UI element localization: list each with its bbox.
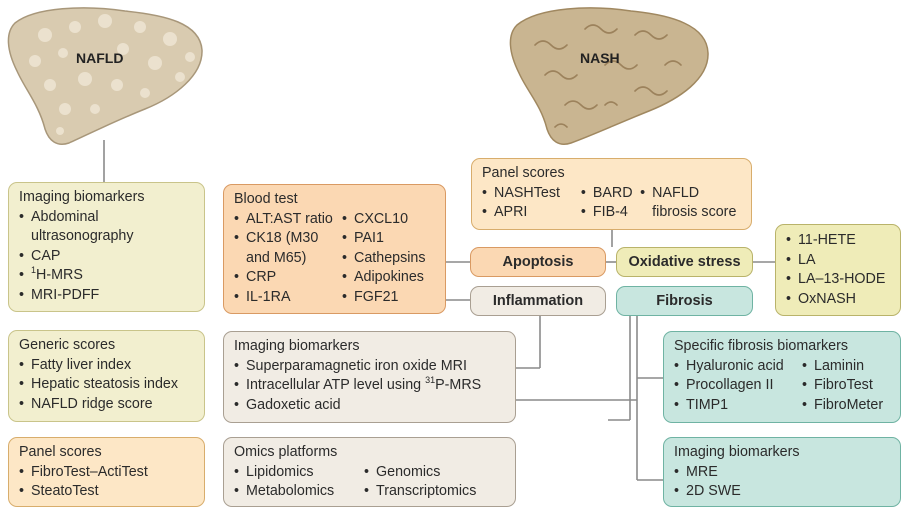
nash-liver-illustration [509, 7, 709, 145]
list-item: LA–13-HODE [786, 270, 890, 290]
list-item: Superparamagnetic iron oxide MRI [234, 357, 505, 377]
blood-test-box: Blood test ALT:AST ratio CK18 (M30 and M… [223, 184, 446, 314]
specific-fibrosis-box: Specific fibrosis biomarkers Hyaluronic … [663, 331, 901, 423]
list-item: PAI1 [342, 229, 426, 249]
fibrosis-label: Fibrosis [616, 286, 753, 316]
list-item: NASHTest [482, 184, 581, 204]
list-item: MRE [674, 463, 890, 483]
imaging-biomarkers-fibrosis-box: Imaging biomarkers MRE 2D SWE [663, 437, 901, 507]
list-item: NAFLD fibrosis score [640, 184, 741, 223]
isotope-superscript: 1 [31, 265, 37, 276]
list-item: Lipidomics [234, 463, 364, 483]
list-item: Laminin [802, 357, 883, 377]
list-item: Genomics [364, 463, 476, 483]
list-item: FIB-4 [581, 203, 640, 223]
list-item: Intracellular ATP level using 31P-MRS [234, 376, 505, 396]
list-item: CK18 (M30 and M65) [234, 229, 342, 268]
p-mrs-label: P-MRS [435, 377, 482, 394]
oxidative-stress-label: Oxidative stress [616, 247, 753, 277]
list-item: CRP [234, 268, 342, 288]
list-item: FibroTest [802, 376, 883, 396]
imaging-biomarkers-title: Imaging biomarkers [234, 338, 360, 354]
list-item: IL-1RA [234, 288, 342, 308]
list-item: OxNASH [786, 290, 890, 310]
omics-platforms-title: Omics platforms [234, 444, 338, 460]
list-item: Abdominal ultrasonography [19, 208, 194, 247]
list-item: Procollagen II [674, 376, 802, 396]
imaging-biomarkers-title: Imaging biomarkers [19, 189, 145, 205]
list-item: BARD [581, 184, 640, 204]
panel-scores-left-box: Panel scores FibroTest–ActiTest SteatoTe… [8, 437, 205, 507]
list-item: CAP [19, 247, 194, 267]
list-item: Cathepsins [342, 249, 426, 269]
omics-platforms-box: Omics platforms Lipidomics Metabolomics … [223, 437, 516, 507]
list-item: TIMP1 [674, 396, 802, 416]
list-item: FibroMeter [802, 396, 883, 416]
list-item: 11-HETE [786, 231, 890, 251]
list-item: 2D SWE [674, 482, 890, 502]
list-item: MRI-PDFF [19, 286, 194, 306]
list-item: Fatty liver index [19, 356, 194, 376]
list-item: Gadoxetic acid [234, 396, 505, 416]
imaging-biomarkers-nafld-box: Imaging biomarkers Abdominal ultrasonogr… [8, 182, 205, 312]
list-item: 1H-MRS [19, 266, 194, 286]
atp-label: Intracellular ATP level using [246, 377, 422, 394]
panel-scores-title: Panel scores [482, 165, 565, 181]
generic-scores-title: Generic scores [19, 337, 116, 353]
specific-fibrosis-title: Specific fibrosis biomarkers [674, 338, 848, 354]
h-mrs-label: H-MRS [36, 267, 83, 284]
list-item: Metabolomics [234, 482, 364, 502]
list-item: CXCL10 [342, 210, 426, 230]
isotope-superscript: 31 [425, 375, 436, 386]
list-item: NAFLD ridge score [19, 395, 194, 415]
imaging-biomarkers-title: Imaging biomarkers [674, 444, 800, 460]
panel-scores-top-box: Panel scores NASHTest APRI BARD FIB-4 NA… [471, 158, 752, 230]
list-item: SteatoTest [19, 482, 194, 502]
list-item: Hyaluronic acid [674, 357, 802, 377]
panel-scores-title: Panel scores [19, 444, 102, 460]
imaging-biomarkers-middle-box: Imaging biomarkers Superparamagnetic iro… [223, 331, 516, 423]
list-item: Adipokines [342, 268, 426, 288]
nafld-label: NAFLD [76, 50, 124, 66]
inflammation-label: Inflammation [470, 286, 606, 316]
list-item: Hepatic steatosis index [19, 375, 194, 395]
oxidative-markers-box: 11-HETE LA LA–13-HODE OxNASH [775, 224, 901, 316]
list-item: ALT:AST ratio [234, 210, 342, 230]
list-item: FGF21 [342, 288, 426, 308]
blood-test-title: Blood test [234, 191, 298, 207]
nafld-liver-illustration [7, 7, 203, 145]
list-item: LA [786, 251, 890, 271]
list-item: APRI [482, 203, 581, 223]
apoptosis-label: Apoptosis [470, 247, 606, 277]
list-item: FibroTest–ActiTest [19, 463, 194, 483]
list-item: Transcriptomics [364, 482, 476, 502]
generic-scores-box: Generic scores Fatty liver index Hepatic… [8, 330, 205, 422]
nash-label: NASH [580, 50, 620, 66]
